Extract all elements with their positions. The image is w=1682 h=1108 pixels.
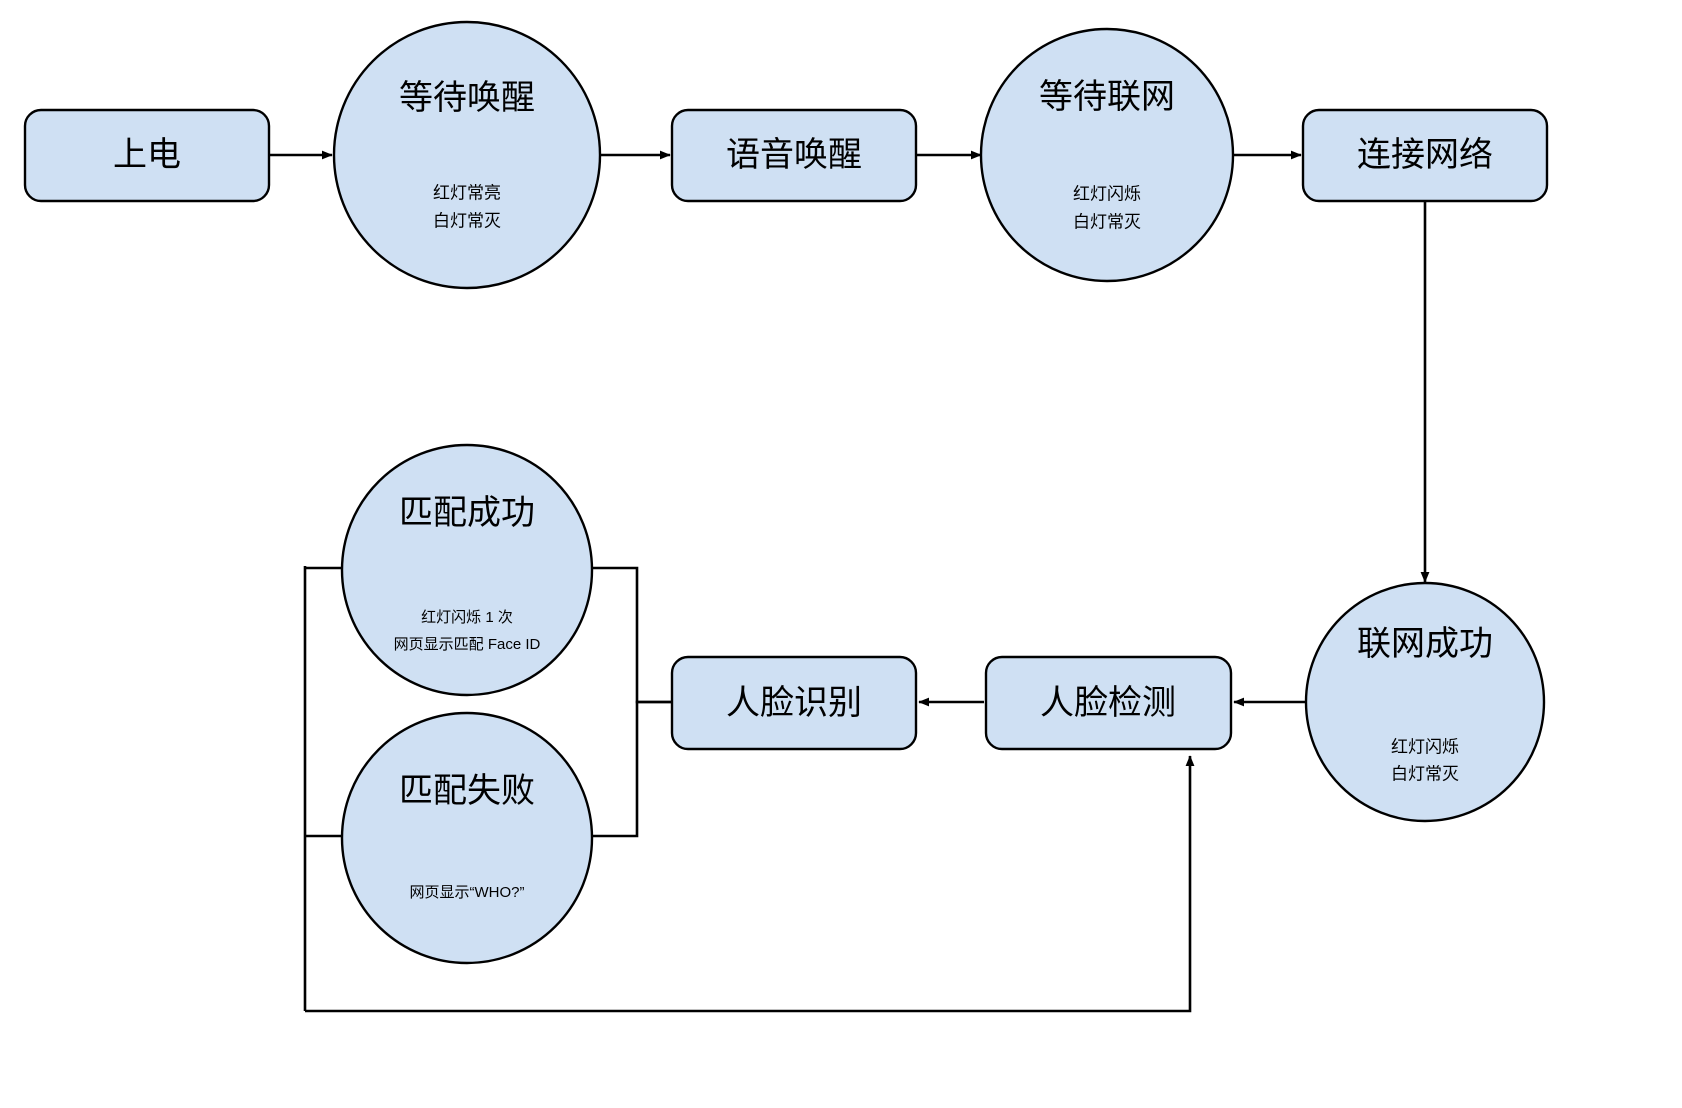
node-wait-wakeup[interactable]: 等待唤醒 红灯常亮 白灯常灭 [332,20,602,290]
node-face-detect[interactable]: 人脸检测 [984,655,1233,751]
node-connect-network-shape[interactable] [1301,108,1549,203]
node-network-success-sub-1: 红灯闪烁 [1391,737,1459,756]
node-match-success-sub-2: 网页显示匹配 Face ID [394,636,541,653]
node-wait-network-shape[interactable] [979,27,1235,283]
node-match-success-label: 匹配成功 [399,494,535,532]
node-wait-wakeup-label: 等待唤醒 [399,79,535,117]
node-face-recognize-shape[interactable] [670,655,918,751]
node-face-recognize-label: 人脸识别 [726,684,862,722]
node-face-detect-shape[interactable] [984,655,1233,751]
node-connect-network[interactable]: 连接网络 [1301,108,1549,203]
node-voice-wakeup-shape[interactable] [670,108,918,203]
node-wait-wakeup-sub-1: 红灯常亮 [433,183,501,202]
node-network-success-shape[interactable] [1304,581,1546,823]
node-network-success-label: 联网成功 [1357,625,1493,663]
node-wait-network-label: 等待联网 [1039,78,1175,116]
node-voice-wakeup[interactable]: 语音唤醒 [670,108,918,203]
node-match-success[interactable]: 匹配成功 红灯闪烁 1 次 网页显示匹配 Face ID [340,443,594,697]
node-power-on-label: 上电 [113,136,181,174]
node-match-fail-sub-1: 网页显示“WHO?” [410,884,525,901]
node-wait-wakeup-shape[interactable] [332,20,602,290]
node-network-success-sub-2: 白灯常灭 [1391,764,1459,783]
node-power-on-shape[interactable] [23,108,271,203]
node-match-success-shape[interactable] [340,443,594,697]
node-match-fail-label: 匹配失败 [399,772,535,810]
node-face-detect-label: 人脸检测 [1040,684,1176,722]
node-match-fail[interactable]: 匹配失败 网页显示“WHO?” [340,711,594,965]
node-voice-wakeup-label: 语音唤醒 [726,136,862,174]
node-power-on[interactable]: 上电 [23,108,271,203]
node-match-success-sub-1: 红灯闪烁 1 次 [421,609,513,626]
node-match-fail-shape[interactable] [340,711,594,965]
node-wait-network-sub-2: 白灯常灭 [1073,212,1141,231]
node-wait-network[interactable]: 等待联网 红灯闪烁 白灯常灭 [979,27,1235,283]
node-face-recognize[interactable]: 人脸识别 [670,655,918,751]
node-network-success[interactable]: 联网成功 红灯闪烁 白灯常灭 [1304,581,1546,823]
node-connect-network-label: 连接网络 [1357,136,1493,174]
edge-match-fail-to-face-detect [305,755,1195,1013]
node-wait-wakeup-sub-2: 白灯常灭 [433,211,501,230]
node-wait-network-sub-1: 红灯闪烁 [1073,184,1141,203]
